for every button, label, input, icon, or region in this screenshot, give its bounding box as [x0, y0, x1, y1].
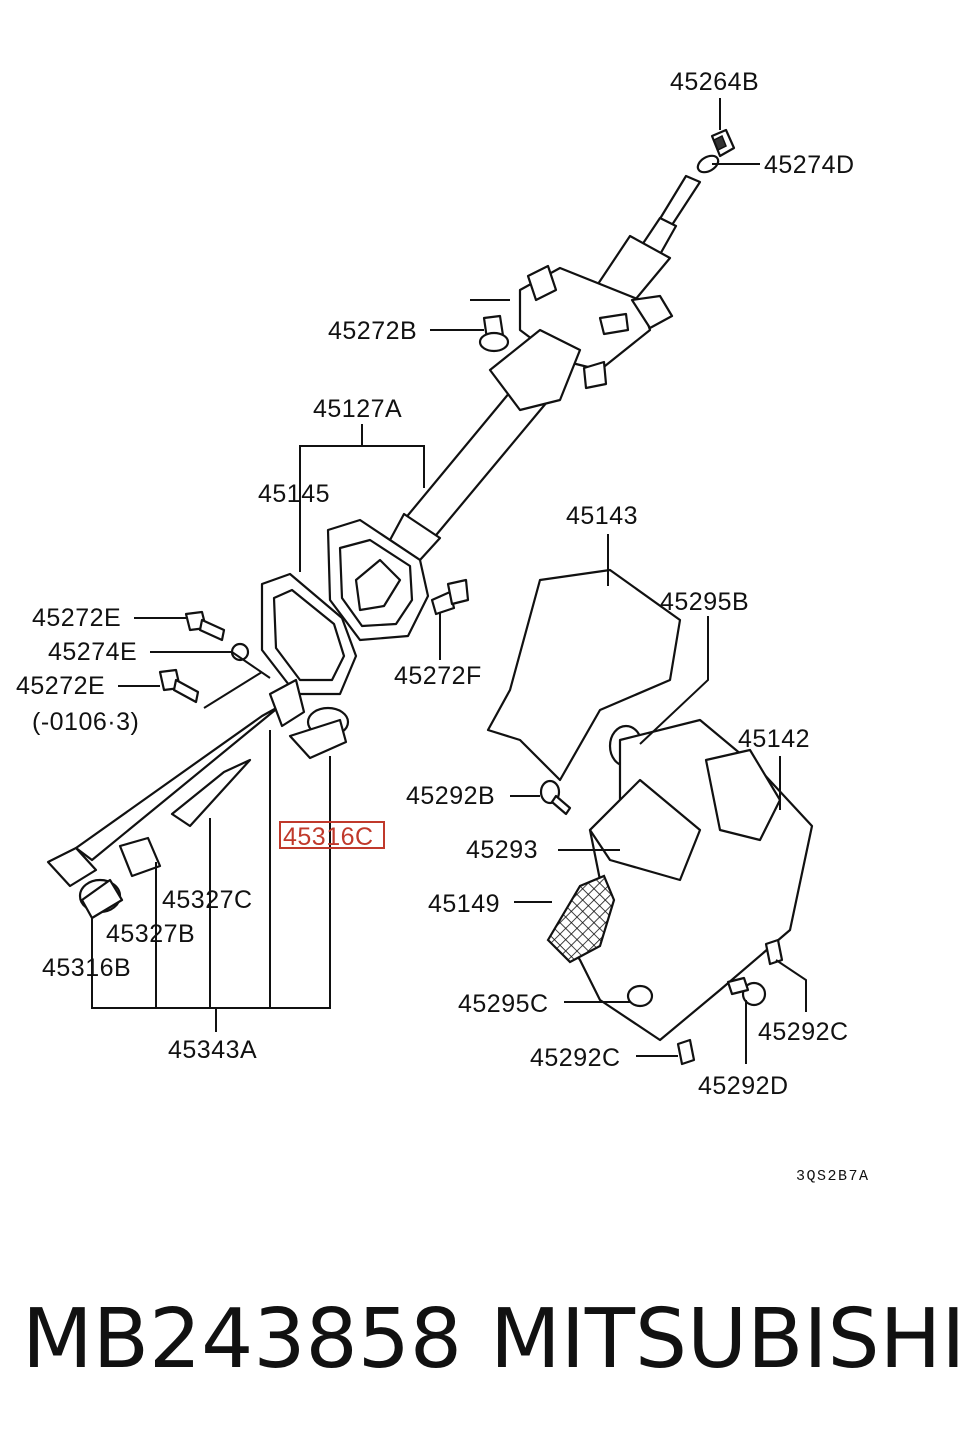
bolt-45272E-top: [184, 610, 226, 642]
intermediate-shaft: [46, 678, 306, 888]
label-45264B: 45264B: [670, 68, 759, 96]
bushing-45316C: [288, 706, 350, 760]
label-45272B: 45272B: [328, 317, 417, 345]
leader-lines: [91, 98, 807, 1064]
steering-column-diagram: 45264B 45274D 45272B 45127A 45145 45143 …: [16, 68, 870, 1185]
label-45293: 45293: [466, 836, 538, 864]
panel-45293: [588, 778, 702, 882]
label-45272F: 45272F: [394, 662, 482, 690]
bolt-45272E-bottom: [158, 668, 200, 704]
nut-45264B: [710, 128, 736, 158]
highlight-box-45316C: [279, 821, 385, 849]
label-45149: 45149: [428, 890, 500, 918]
part-number: MB243858: [22, 1292, 463, 1387]
screw-45292C-right: [764, 938, 784, 966]
label-45292C-bottom: 45292C: [530, 1044, 621, 1072]
grommet-45295C: [626, 984, 654, 1008]
label-45292C-right: 45292C: [758, 1018, 849, 1046]
label-45327B: 45327B: [106, 920, 195, 948]
pad-45149: [546, 874, 616, 964]
gasket-45145: [260, 572, 358, 696]
label-45272E-bottom: 45272E: [16, 672, 105, 700]
bolt-45272F: [430, 578, 470, 616]
label-45274D: 45274D: [764, 151, 855, 179]
column-cover-upper-45143: [486, 568, 682, 782]
label-45127A: 45127A: [313, 395, 402, 423]
label-45143: 45143: [566, 502, 638, 530]
steering-column-shaft: [388, 174, 702, 562]
diagram-code: 3QS2B7A: [796, 1168, 870, 1185]
label-date-note: (-0106·3): [32, 708, 139, 736]
label-45274E: 45274E: [48, 638, 137, 666]
label-45316C: 45316C: [283, 823, 374, 851]
label-45316B: 45316B: [42, 954, 131, 982]
label-45292B: 45292B: [406, 782, 495, 810]
label-45327C: 45327C: [162, 886, 253, 914]
label-45145: 45145: [258, 480, 330, 508]
screw-45292C-bottom: [676, 1038, 696, 1066]
bolt-45292B: [539, 779, 572, 816]
bolt-45272B: [470, 299, 510, 353]
column-flange: [326, 518, 430, 642]
label-45295C: 45295C: [458, 990, 549, 1018]
bolt-45292D: [726, 976, 767, 1007]
label-45295B: 45295B: [660, 588, 749, 616]
part-footer: MB243858 MITSUBISHI: [0, 1290, 960, 1400]
washer-45274D: [696, 154, 720, 174]
label-45292D: 45292D: [698, 1072, 789, 1100]
label-45142: 45142: [738, 725, 810, 753]
label-45272E-top: 45272E: [32, 604, 121, 632]
brand-name: MITSUBISHI: [490, 1292, 960, 1387]
label-45343A: 45343A: [168, 1036, 257, 1064]
bushing-45316B: [78, 878, 124, 920]
part-labels: 45264B 45274D 45272B 45127A 45145 45143 …: [16, 68, 870, 1185]
column-upper-bracket: [488, 264, 674, 412]
